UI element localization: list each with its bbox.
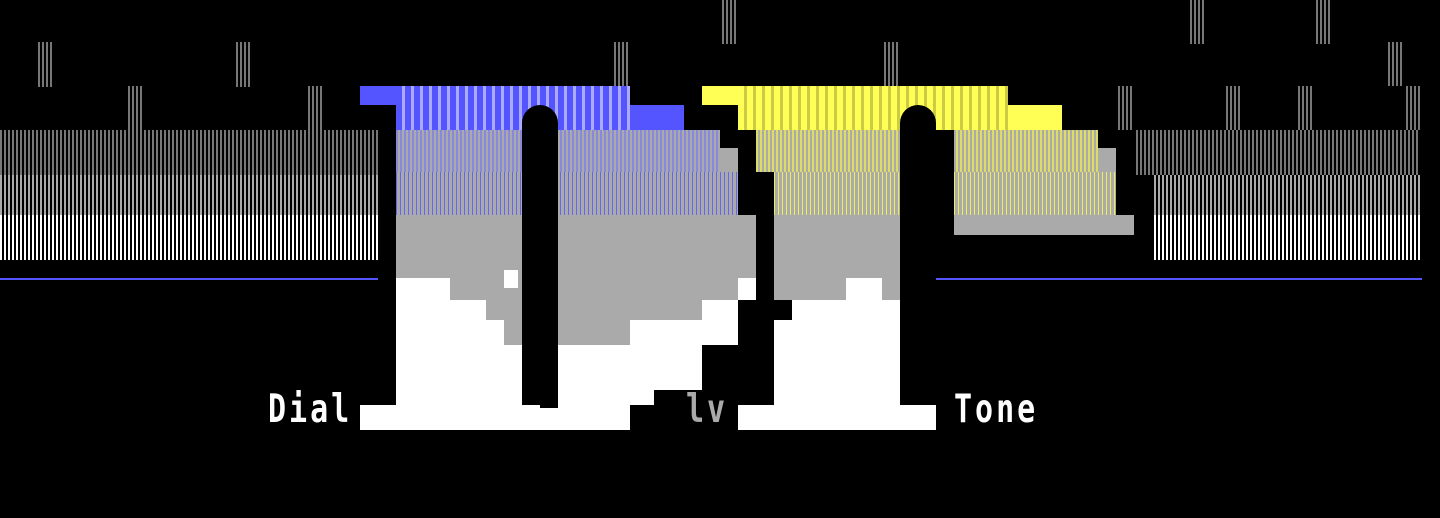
d-spike: [522, 105, 558, 405]
horizon-line-right: [918, 278, 1422, 280]
logo-word-dial: Dial: [268, 386, 353, 433]
t-spike: [900, 105, 936, 405]
logo-word-tone: Tone: [954, 386, 1039, 433]
logo-word-lv: lv: [686, 386, 729, 433]
horizon-line-left: [0, 278, 378, 280]
